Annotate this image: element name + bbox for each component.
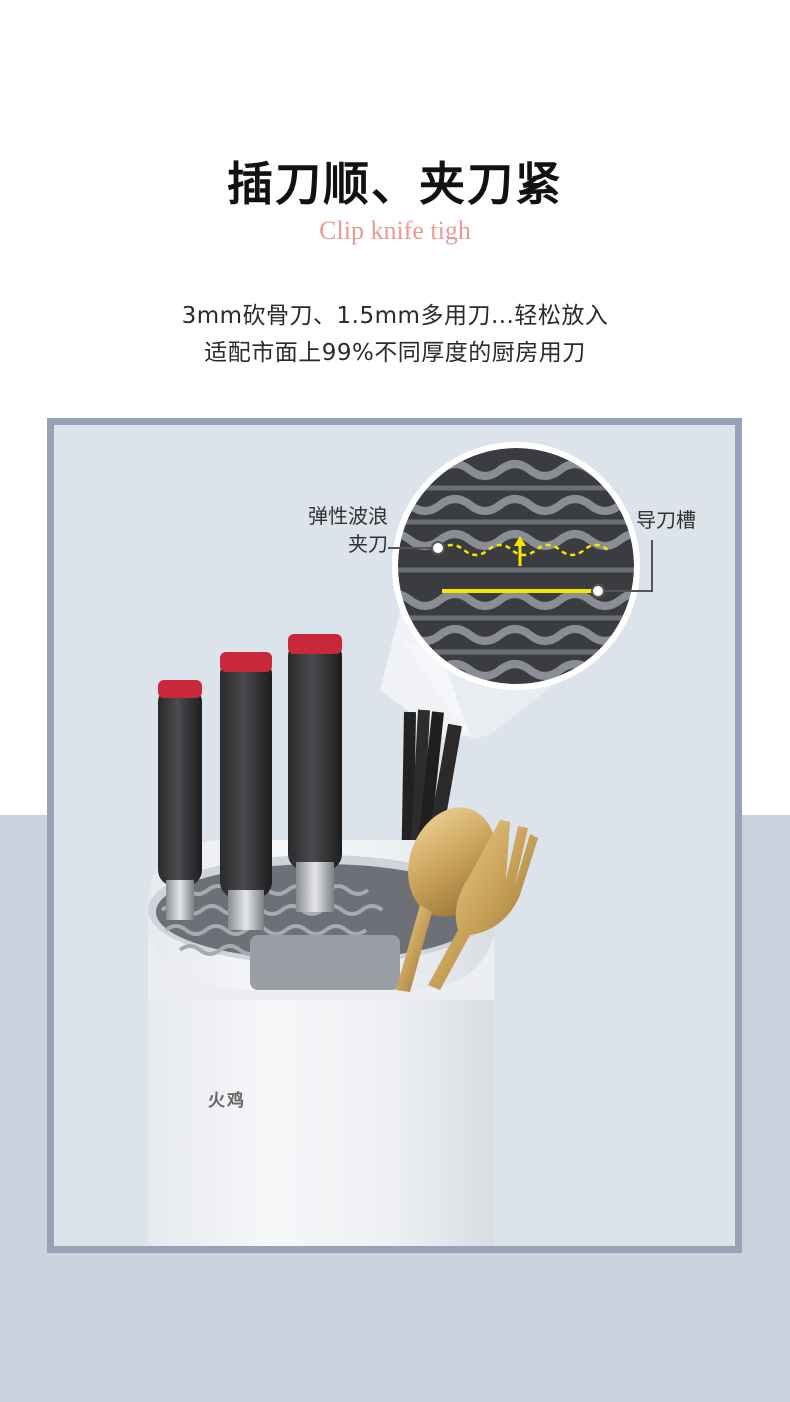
callout-guide-slot: 导刀槽 [636, 508, 696, 532]
callout-wave-clip: 弹性波浪 夹刀 [288, 502, 388, 558]
knife-1 [158, 680, 202, 920]
gold-fork [428, 820, 538, 990]
holder-brand-text: 火鸡 [208, 1091, 246, 1111]
knife-2 [220, 652, 272, 930]
magnifier-detail [392, 442, 640, 690]
page-subtitle: Clip knife tigh [319, 216, 471, 245]
page-title: 插刀顺、夹刀紧 [227, 157, 563, 211]
description-line-1: 3mm砍骨刀、1.5mm多用刀...轻松放入 [181, 303, 609, 329]
description-line-2: 适配市面上99%不同厚度的厨房用刀 [204, 340, 586, 366]
knife-3 [288, 634, 342, 912]
callout-wave-clip-line1: 弹性波浪 [308, 504, 388, 528]
callout-wave-clip-line2: 夹刀 [348, 532, 388, 556]
callout-leaders [388, 540, 653, 598]
